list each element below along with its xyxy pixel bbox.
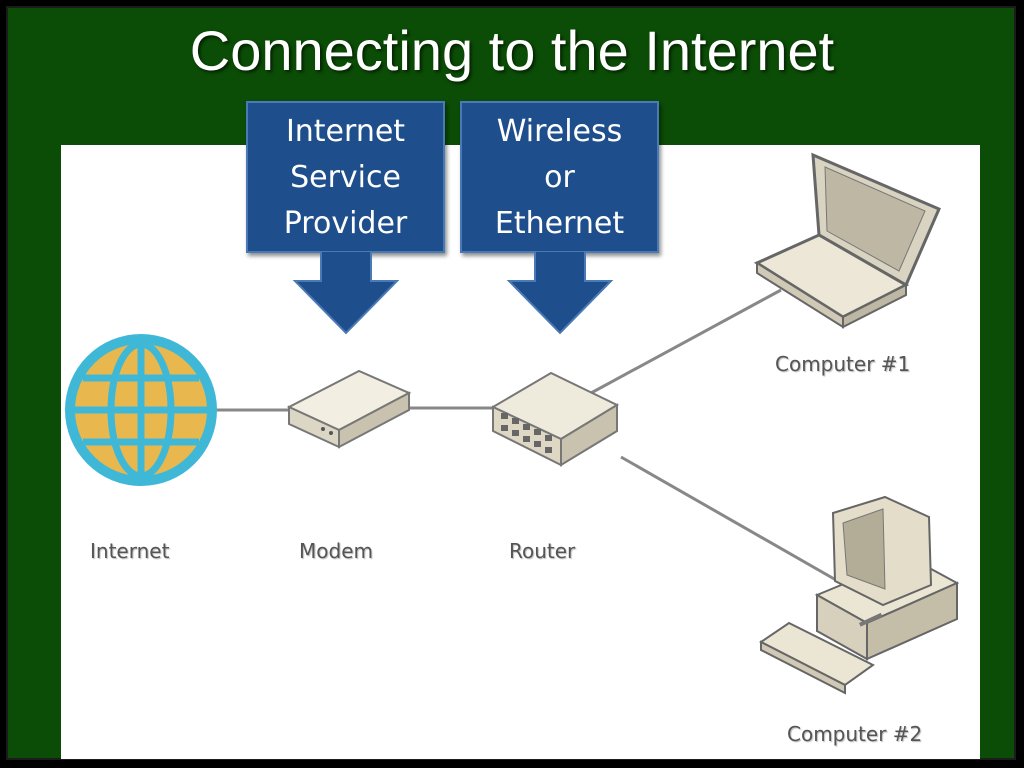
connection-callout-line-3: Ethernet <box>494 206 625 241</box>
globe-icon <box>65 334 217 486</box>
connection-down-arrow-icon <box>506 251 614 335</box>
isp-callout-line-1: Internet <box>285 114 406 149</box>
connection-callout-line-2: or <box>544 160 575 195</box>
isp-callout-line-2: Service <box>290 160 401 195</box>
computer2-label: Computer #2 <box>787 722 923 746</box>
router-icon <box>490 371 620 467</box>
connection-callout-line-1: Wireless <box>496 114 623 149</box>
isp-down-arrow-icon <box>292 251 400 335</box>
modem-icon <box>286 369 412 449</box>
router-computer1-link <box>590 288 782 395</box>
isp-callout: Internet Service Provider <box>246 101 445 253</box>
diagram-drawing <box>65 152 960 695</box>
internet-label: Internet <box>90 539 170 563</box>
modem-label: Modem <box>299 539 373 563</box>
computer1-label: Computer #1 <box>775 352 911 376</box>
isp-callout-line-3: Provider <box>283 206 408 241</box>
connection-type-callout: Wireless or Ethernet <box>460 101 659 253</box>
laptop-icon <box>753 152 941 329</box>
router-computer2-link <box>620 455 837 582</box>
router-label: Router <box>509 539 576 563</box>
desktop-computer-icon <box>759 495 960 695</box>
slide-title: Connecting to the Internet <box>189 19 835 82</box>
